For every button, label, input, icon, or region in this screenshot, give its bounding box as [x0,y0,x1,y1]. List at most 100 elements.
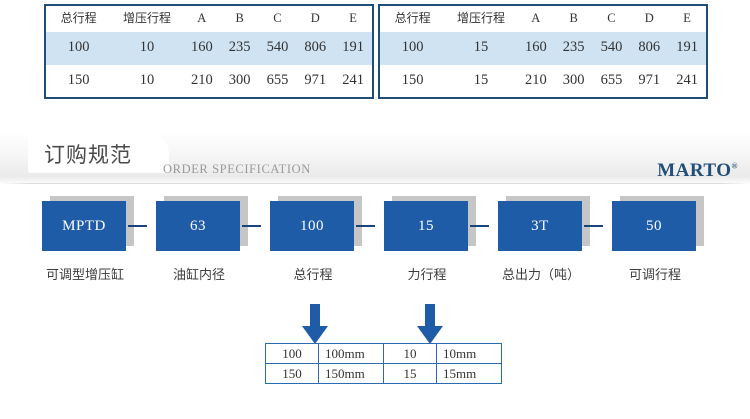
col-header-a: A [531,11,541,26]
code-box-force-stroke[interactable]: 15 [384,201,468,251]
code-box-adjustable-stroke[interactable]: 50 [612,201,696,251]
cell-d: 806 [638,39,661,56]
page-title: 订购规范 [44,143,132,167]
cell-c: 655 [600,71,623,88]
list-item: 15 15mm [383,363,502,384]
cell-a: 160 [524,39,547,56]
code-box-output-force[interactable]: 3T [498,201,582,251]
cell-c: 655 [266,71,289,88]
cell-boost-stroke: 10 [139,71,155,88]
cell-boost-stroke: 10 [139,39,155,56]
col-header-c: C [607,11,616,26]
down-arrow-icon-total-stroke [302,304,328,344]
chain-label-total-stroke: 总行程 [293,268,333,283]
order-code-chain: MPTD 可调型增压缸 63 油缸内径 100 总行程 15 力行程 3T 总出… [0,196,750,296]
cell-boost-stroke: 15 [473,39,489,56]
cell-e: 191 [676,39,698,56]
col-header-b: B [235,11,244,26]
chain-item-1: MPTD 可调型增压缸 [42,196,134,283]
chain-label-force-stroke: 力行程 [407,268,447,283]
col-header-d: D [644,11,654,26]
code-box-model[interactable]: MPTD [42,201,126,251]
table-header-row: 总行程 增压行程 A B C D E [380,6,706,32]
chain-item-2: 63 油缸内径 [156,196,248,283]
col-header-c: C [273,11,282,26]
col-header-total-stroke: 总行程 [394,11,431,26]
cell-d: 806 [304,39,327,56]
brand-logo: MARTO® [657,160,738,182]
chain-item-6: 50 可调行程 [612,196,704,283]
option-unit: 15mm [436,363,502,384]
cell-e: 241 [676,71,698,88]
option-value: 100 [265,343,319,364]
col-header-b: B [569,11,578,26]
col-header-boost-stroke: 增压行程 [123,11,172,26]
brand-logo-text: MARTO [657,160,732,181]
option-unit: 10mm [436,343,502,364]
col-header-a: A [197,11,207,26]
cell-a: 210 [190,71,213,88]
cell-total-stroke: 150 [67,71,90,88]
col-header-total-stroke: 总行程 [60,11,97,26]
table-row: 150 15 210 300 655 971 241 [380,65,706,98]
chain-connector-3 [356,225,375,227]
chain-connector-5 [584,225,603,227]
cell-d: 971 [638,71,661,88]
table-row: 100 15 160 235 540 806 191 [380,32,706,65]
cell-a: 210 [524,71,547,88]
chain-label-bore: 油缸内径 [172,268,225,283]
chain-connector-4 [470,225,489,227]
chain-item-3: 100 总行程 [270,196,362,283]
cell-a: 160 [190,39,213,56]
col-header-e: E [683,11,691,26]
arrow-head [417,326,443,344]
spec-table-1: 总行程 增压行程 A B C D E 100 10 160 235 540 80… [44,4,374,99]
list-item: 100 100mm [265,343,384,364]
cell-b: 300 [228,71,251,88]
cell-total-stroke: 150 [401,71,424,88]
table-header-row: 总行程 增压行程 A B C D E [46,6,372,32]
cell-e: 241 [342,71,364,88]
cell-d: 971 [304,71,327,88]
cell-c: 540 [266,39,289,56]
arrow-shaft [310,304,320,328]
cell-c: 540 [600,39,623,56]
cell-b: 300 [562,71,585,88]
page-subtitle: ORDER SPECIFICATION [163,162,311,176]
table-row: 150 10 210 300 655 971 241 [46,65,372,98]
spec-tables-region: 总行程 增压行程 A B C D E 100 10 160 235 540 80… [0,0,750,110]
code-box-total-stroke[interactable]: 100 [270,201,354,251]
chain-item-4: 15 力行程 [384,196,476,283]
registered-trademark-icon: ® [731,161,738,171]
chain-label-model: 可调型增压缸 [45,268,124,283]
list-item: 10 10mm [383,343,502,364]
section-header-tab [28,132,168,172]
cell-boost-stroke: 15 [473,71,489,88]
cell-e: 191 [342,39,364,56]
code-box-bore[interactable]: 63 [156,201,240,251]
chain-connector-2 [242,225,261,227]
chain-connector-1 [128,225,147,227]
cell-b: 235 [562,39,585,56]
col-header-boost-stroke: 增压行程 [457,11,506,26]
col-header-e: E [349,11,357,26]
option-value: 150 [265,363,319,384]
total-stroke-options: 100 100mm 150 150mm [265,343,384,384]
option-value: 10 [383,343,437,364]
col-header-d: D [310,11,320,26]
cell-b: 235 [228,39,251,56]
cell-total-stroke: 100 [67,39,90,56]
list-item: 150 150mm [265,363,384,384]
spec-table-2: 总行程 增压行程 A B C D E 100 15 160 235 540 80… [378,4,708,99]
down-arrow-icon-force-stroke [417,304,443,344]
cell-total-stroke: 100 [401,39,424,56]
option-value: 15 [383,363,437,384]
arrow-shaft [425,304,435,328]
table-row: 100 10 160 235 540 806 191 [46,32,372,65]
chain-label-adjustable-stroke: 可调行程 [628,268,681,283]
arrow-head [302,326,328,344]
chain-label-output-force: 总出力（吨） [501,268,580,283]
header-divider [0,183,750,184]
option-unit: 150mm [318,363,384,384]
force-stroke-options: 10 10mm 15 15mm [383,343,502,384]
